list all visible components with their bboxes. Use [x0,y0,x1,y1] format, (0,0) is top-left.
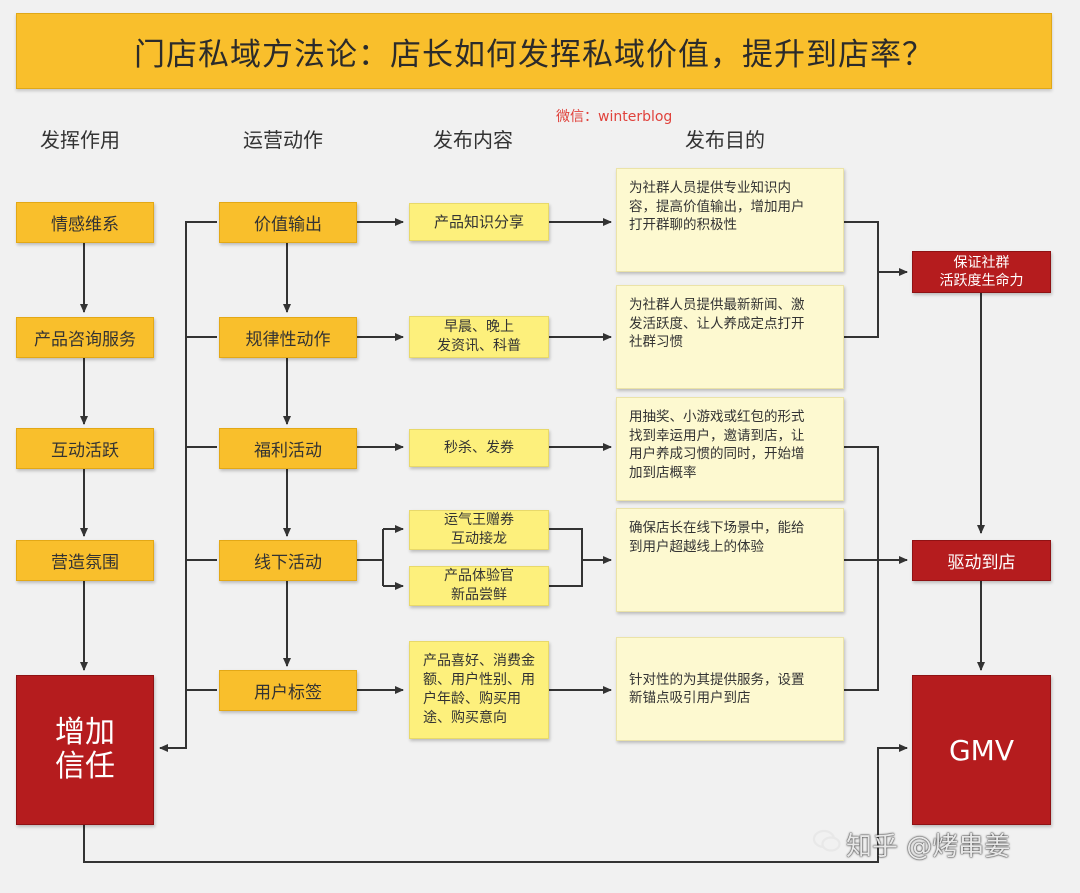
content-box-knowledge: 产品知识分享 [409,203,549,241]
action-box-regular: 规律性动作 [219,317,357,358]
result-box-gmv: GMV [912,675,1051,825]
purpose-note-news: 为社群人员提供最新新闻、激 发活跃度、让人养成定点打开 社群习惯 [616,285,844,389]
action-box-welfare: 福利活动 [219,428,357,469]
effect-box-emotion: 情感维系 [16,202,154,243]
content-box-user-attributes: 产品喜好、消费金 额、用户性别、用 户年龄、购买用 途、购买意向 [409,641,549,739]
purpose-note-welfare: 用抽奖、小游戏或红包的形式 找到幸运用户，邀请到店，让 用户养成习惯的同时，开始… [616,397,844,501]
action-box-offline: 线下活动 [219,540,357,581]
effect-box-interaction: 互动活跃 [16,428,154,469]
watermark-text: 微信：winterblog [556,109,673,125]
corner-watermark: 知乎 @烤串姜 [846,832,1011,862]
purpose-note-knowledge: 为社群人员提供专业知识内 容，提高价值输出，增加用户 打开群聊的积极性 [616,168,844,272]
column-header-action: 运营动作 [243,128,323,152]
effect-box-consult: 产品咨询服务 [16,317,154,358]
page-title: 门店私域方法论：店长如何发挥私域价值，提升到店率？ [16,13,1052,89]
wechat-icon [812,828,842,854]
content-box-flash-sale: 秒杀、发券 [409,429,549,467]
column-header-purpose: 发布目的 [685,128,765,152]
result-box-community-vitality: 保证社群 活跃度生命力 [912,251,1051,293]
result-box-drive-visits: 驱动到店 [912,540,1051,581]
action-box-user-tags: 用户标签 [219,670,357,711]
purpose-note-offline: 确保店长在线下场景中，能给 到用户超越线上的体验 [616,508,844,612]
column-header-effect: 发挥作用 [40,128,120,152]
content-box-news: 早晨、晚上 发资讯、科普 [409,316,549,358]
effect-box-atmosphere: 营造氛围 [16,540,154,581]
purpose-note-tags: 针对性的为其提供服务，设置 新锚点吸引用户到店 [616,637,844,741]
content-box-product-trial: 产品体验官 新品尝鲜 [409,566,549,606]
content-box-lucky-coupon: 运气王赠券 互动接龙 [409,510,549,550]
column-header-content: 发布内容 [433,128,513,152]
action-box-value-output: 价值输出 [219,202,357,243]
trust-box: 增加 信任 [16,675,154,825]
